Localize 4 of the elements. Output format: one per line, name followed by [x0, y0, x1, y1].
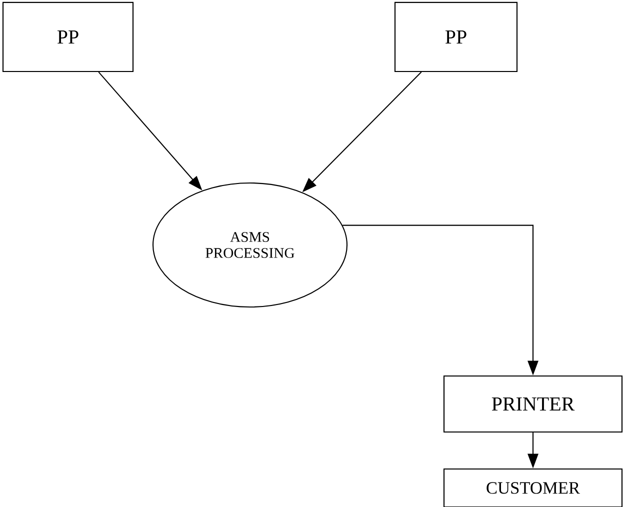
process-box: CUSTOMER — [443, 468, 623, 507]
process-box: PP — [2, 2, 134, 72]
process-box: PP — [394, 2, 518, 72]
process-box: PRINTER — [443, 375, 623, 433]
